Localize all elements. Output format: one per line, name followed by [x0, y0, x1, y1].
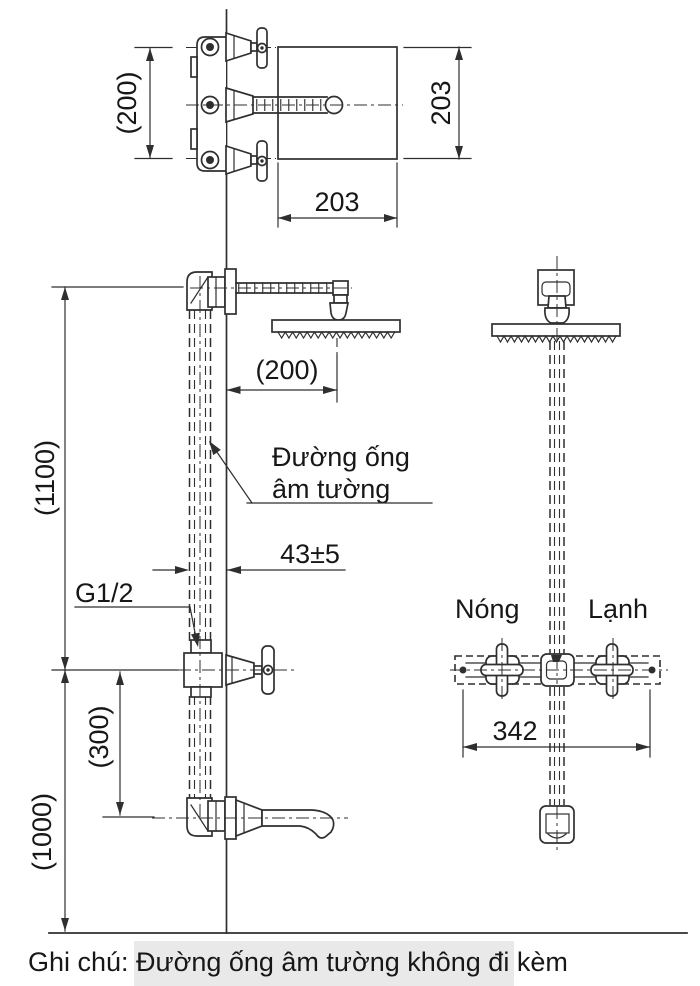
pipe-callout-line1: Đường ống — [272, 442, 410, 472]
dim-side-43-label: 43±5 — [280, 539, 340, 569]
dim-side-300-label: (300) — [84, 705, 114, 768]
thread-callout: G1/2 — [74, 578, 200, 647]
hot-label: Nóng — [455, 594, 520, 624]
shower-head-front — [491, 269, 621, 344]
dim-top-200: (200) — [112, 47, 154, 159]
concealed-pipe-front — [549, 341, 565, 805]
footer-note: Ghi chú: Đường ống âm tường không đi kèm — [28, 947, 568, 977]
dim-side-43: 43±5 — [152, 539, 346, 574]
handle-top-view-lower — [225, 140, 268, 182]
dim-top-203-bottom-label: 203 — [314, 187, 359, 217]
handle-top-view-upper — [225, 27, 268, 69]
note-highlight-band — [134, 941, 514, 986]
dim-side-200-label: (200) — [255, 355, 318, 385]
valve-row-front — [450, 638, 668, 700]
top-view: (200) 203 203 — [112, 27, 472, 228]
concealed-pipe-side — [188, 310, 212, 800]
dim-side-1000: (1000) — [27, 669, 69, 932]
shower-head-side — [271, 319, 401, 356]
cold-label: Lạnh — [588, 594, 648, 624]
dim-top-203-right-label: 203 — [426, 80, 456, 125]
dim-side-1000-label: (1000) — [27, 793, 57, 871]
valve-side — [183, 639, 275, 698]
dim-front-342-label: 342 — [492, 716, 537, 746]
shower-arm-assembly — [186, 268, 350, 321]
dim-side-300: (300) — [84, 671, 124, 816]
thread-callout-label: G1/2 — [75, 578, 134, 608]
footer: Ghi chú: Đường ống âm tường không đi kèm — [28, 932, 688, 986]
wall-section-box — [277, 46, 398, 160]
faucet-body-top-view — [190, 36, 226, 172]
front-view: Nóng Lạnh — [450, 256, 668, 853]
pipe-callout: Đường ống âm tường — [209, 441, 433, 504]
dim-top-203-bottom: 203 — [277, 162, 398, 228]
side-view: (1100) (1000) (300) (200) — [27, 268, 433, 932]
dim-side-200: (200) — [225, 355, 338, 403]
dim-top-200-label: (200) — [112, 71, 142, 134]
dim-side-1100-label: (1100) — [30, 440, 60, 516]
pipe-callout-line2: âm tường — [272, 474, 390, 504]
dim-top-203-right: 203 — [426, 46, 463, 160]
dim-side-1100: (1100) — [30, 286, 184, 671]
dim-front-342: 342 — [462, 689, 651, 758]
